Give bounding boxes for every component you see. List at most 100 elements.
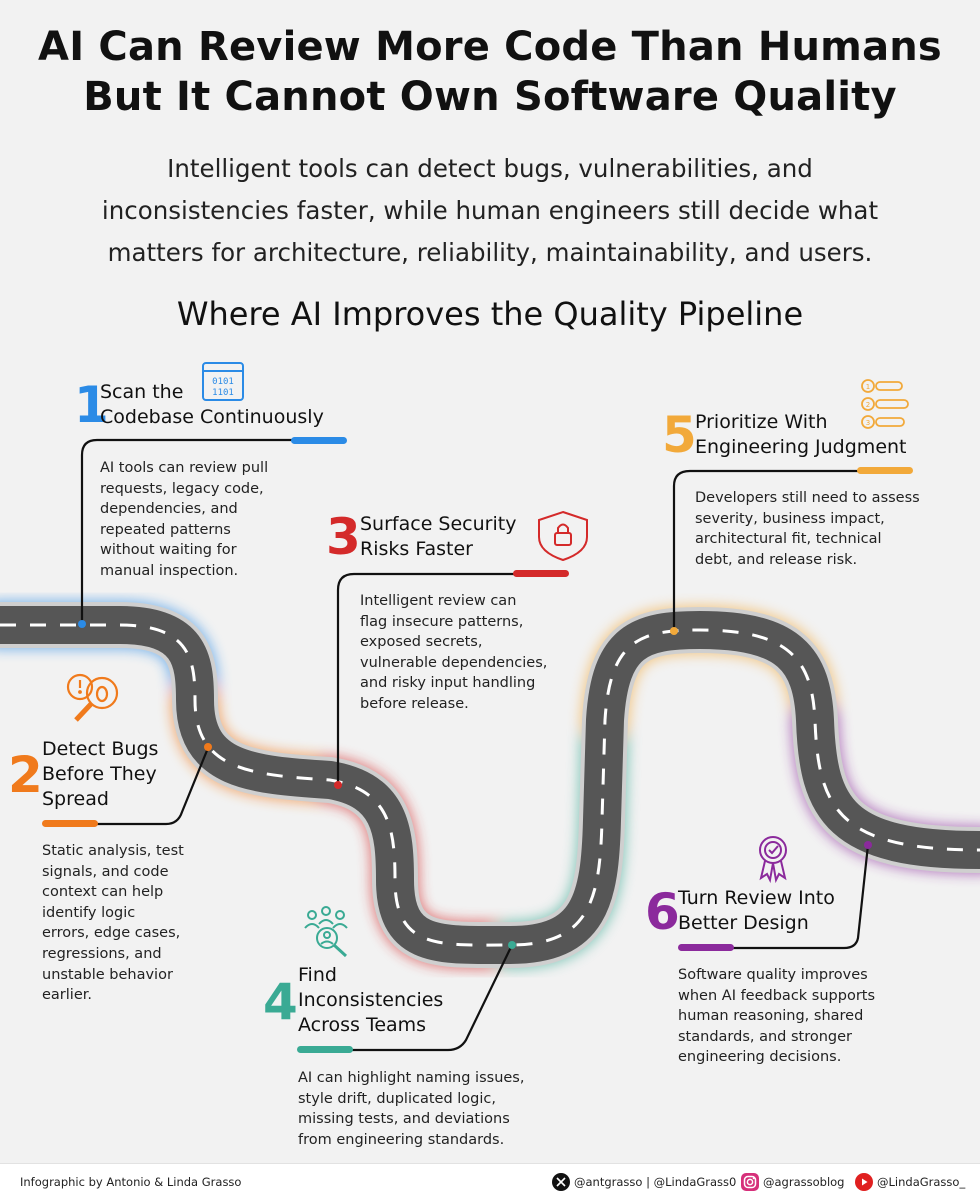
- road-center-line: [0, 623, 980, 947]
- footer-youtube[interactable]: @LindaGrasso_: [855, 1173, 965, 1191]
- step-6-description: Software quality improves when AI feedba…: [678, 965, 875, 1068]
- step-3-heading-line: Surface Security: [360, 513, 517, 535]
- step-3-heading-line: Risks Faster: [360, 538, 473, 560]
- team-search-icon: [304, 906, 348, 958]
- subtitle-line-1: Intelligent tools can detect bugs, vulne…: [167, 154, 813, 183]
- bar-step-2: [42, 820, 98, 827]
- footer-x-handles[interactable]: @antgrasso | @LindaGrass0: [552, 1173, 736, 1191]
- x-logo-icon: [552, 1173, 570, 1191]
- step-2-description-line: regressions, and: [42, 945, 162, 962]
- step-4-number: 4: [263, 973, 298, 1031]
- step-1-description-line: without waiting for: [100, 542, 237, 559]
- step-6-description-line: when AI feedback supports: [678, 987, 876, 1004]
- footer-instagram[interactable]: @agrassoblog: [741, 1173, 844, 1191]
- step-5-description-line: severity, business impact,: [695, 510, 885, 527]
- step-1-description-line: AI tools can review pull: [100, 460, 269, 476]
- footer-credit: Infographic by Antonio & Linda Grasso: [20, 1175, 242, 1189]
- instagram-logo-icon: [741, 1173, 759, 1191]
- dot-step-3: [334, 781, 342, 789]
- step-2-number: 2: [8, 746, 43, 804]
- step-3-description: Intelligent review can flag insecure pat…: [360, 591, 547, 715]
- section-heading: Where AI Improves the Quality Pipeline: [176, 295, 804, 333]
- connector-step-6: [680, 844, 870, 950]
- step-1-heading: Scan the Codebase Continuously: [100, 380, 324, 430]
- connector-step-1: [80, 438, 300, 623]
- dot-step-1: [78, 620, 86, 628]
- page-title: AI Can Review More Code Than Humans But …: [0, 22, 980, 122]
- step-4-description: AI can highlight naming issues, style dr…: [298, 1068, 524, 1150]
- step-2-description-line: earlier.: [42, 987, 92, 1004]
- step-5-description: Developers still need to assess severity…: [695, 488, 920, 570]
- bar-step-1: [291, 437, 347, 444]
- step-6-description-line: Software quality improves: [678, 967, 868, 983]
- svg-text:1101: 1101: [212, 388, 234, 398]
- connector-step-4: [300, 944, 513, 1052]
- step-4-heading: Find Inconsistencies Across Teams: [298, 963, 443, 1038]
- connector-step-3: [336, 572, 520, 784]
- step-5-heading: Prioritize With Engineering Judgment: [695, 410, 907, 460]
- binary-code-window-icon: 0101 1101: [202, 362, 244, 401]
- step-4-heading-line: Across Teams: [298, 1014, 427, 1036]
- step-2-heading-line: Before They: [42, 763, 157, 785]
- step-2-description-line: Static analysis, test: [42, 843, 184, 859]
- subtitle-line-2: inconsistencies faster, while human engi…: [101, 196, 879, 225]
- connector-step-5: [672, 469, 860, 631]
- step-3-description-line: vulnerable dependencies,: [360, 654, 548, 671]
- step-1-description: AI tools can review pull requests, legac…: [100, 458, 268, 582]
- step-5-description-line: Developers still need to assess: [695, 490, 920, 506]
- dot-step-5: [670, 627, 678, 635]
- step-6-description-line: human reasoning, shared: [678, 1008, 864, 1025]
- step-1-description-line: manual inspection.: [100, 562, 239, 579]
- title-line-2: But It Cannot Own Software Quality: [83, 74, 897, 120]
- page-subtitle: Intelligent tools can detect bugs, vulne…: [20, 148, 960, 274]
- step-2-description-line: signals, and code: [42, 863, 169, 880]
- step-6-heading-line: Better Design: [678, 912, 809, 934]
- bar-step-4: [297, 1046, 353, 1053]
- step-2-description-line: context can help: [42, 884, 164, 901]
- quality-badge-icon: [759, 836, 787, 884]
- security-shield-lock-icon: [538, 510, 588, 562]
- step-3-description-line: before release.: [360, 695, 469, 712]
- dot-step-6: [864, 841, 872, 849]
- footer: Infographic by Antonio & Linda Grasso @a…: [0, 1163, 980, 1201]
- subtitle-line-3: matters for architecture, reliability, m…: [107, 238, 873, 267]
- step-4-heading-line: Inconsistencies: [298, 989, 444, 1011]
- step-2-heading-line: Spread: [42, 788, 109, 810]
- svg-text:0101: 0101: [212, 377, 234, 387]
- step-5-number: 5: [662, 406, 697, 464]
- bar-step-5: [857, 467, 913, 474]
- step-3-heading: Surface Security Risks Faster: [360, 512, 516, 562]
- step-2-description-line: errors, edge cases,: [42, 925, 181, 942]
- bar-step-3: [513, 570, 569, 577]
- step-2-description-line: unstable behavior: [42, 966, 173, 983]
- dot-step-2: [204, 743, 212, 751]
- title-line-1: AI Can Review More Code Than Humans: [38, 24, 942, 70]
- step-2-heading-line: Detect Bugs: [42, 738, 159, 760]
- svg-text:2: 2: [866, 401, 870, 409]
- step-1-heading-line: Scan the: [100, 381, 184, 403]
- youtube-handle-text: @LindaGrasso_: [877, 1175, 966, 1189]
- step-4-description-line: AI can highlight naming issues,: [298, 1070, 525, 1086]
- step-5-description-line: architectural fit, technical: [695, 531, 882, 548]
- svg-text:3: 3: [866, 419, 870, 427]
- step-1-description-line: dependencies, and: [100, 501, 238, 518]
- step-6-heading-line: Turn Review Into: [678, 887, 835, 909]
- instagram-handle-text: @agrassoblog: [763, 1175, 845, 1189]
- step-1-heading-line: Codebase Continuously: [100, 406, 324, 428]
- step-5-heading-line: Engineering Judgment: [695, 436, 907, 458]
- step-6-number: 6: [645, 883, 680, 941]
- step-6-description-line: engineering decisions.: [678, 1049, 842, 1066]
- step-3-number: 3: [326, 508, 361, 566]
- step-2-description-line: identify logic: [42, 904, 136, 921]
- step-2-description: Static analysis, test signals, and code …: [42, 841, 184, 1006]
- step-3-description-line: exposed secrets,: [360, 634, 483, 651]
- x-handles-text: @antgrasso | @LindaGrass0: [574, 1175, 737, 1189]
- step-5-description-line: debt, and release risk.: [695, 551, 858, 568]
- step-1-description-line: requests, legacy code,: [100, 480, 264, 497]
- numbered-list-icon: 1 2 3: [861, 379, 909, 429]
- step-5-heading-line: Prioritize With: [695, 411, 828, 433]
- step-4-description-line: missing tests, and deviations: [298, 1111, 510, 1128]
- step-3-description-line: and risky input handling: [360, 675, 536, 692]
- step-4-description-line: from engineering standards.: [298, 1131, 505, 1148]
